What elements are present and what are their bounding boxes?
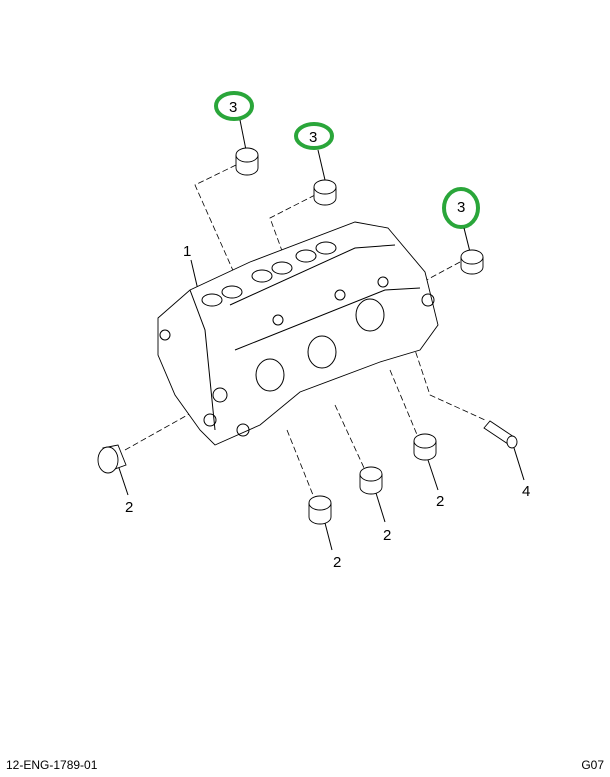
cup-plug-2d[interactable] [413, 433, 437, 461]
highlight-ring-3b[interactable] [294, 122, 334, 150]
callout-2c[interactable]: 2 [383, 527, 391, 544]
cup-plug-3c[interactable] [460, 249, 484, 275]
cup-plug-3b[interactable] [313, 179, 337, 206]
callout-4[interactable]: 4 [522, 483, 530, 500]
callout-2a[interactable]: 2 [125, 499, 133, 516]
callout-2d[interactable]: 2 [436, 493, 444, 510]
callout-1[interactable]: 1 [183, 243, 191, 260]
callout-3b[interactable]: 3 [309, 129, 317, 146]
group-code: G07 [581, 758, 604, 772]
highlight-ring-3a[interactable] [214, 91, 254, 121]
cylinder-head[interactable] [157, 221, 439, 446]
callout-2b[interactable]: 2 [333, 554, 341, 571]
cup-plug-2b[interactable] [308, 495, 332, 525]
cup-plug-3a[interactable] [235, 147, 259, 176]
cup-plug-2c[interactable] [359, 466, 383, 495]
callout-3c[interactable]: 3 [457, 199, 465, 216]
dowel-sleeve-4[interactable] [483, 420, 518, 449]
highlight-ring-3c[interactable] [442, 187, 480, 229]
cup-plug-2a[interactable] [97, 444, 127, 474]
callout-3a[interactable]: 3 [229, 99, 237, 116]
drawing-number: 12-ENG-1789-01 [6, 758, 98, 772]
